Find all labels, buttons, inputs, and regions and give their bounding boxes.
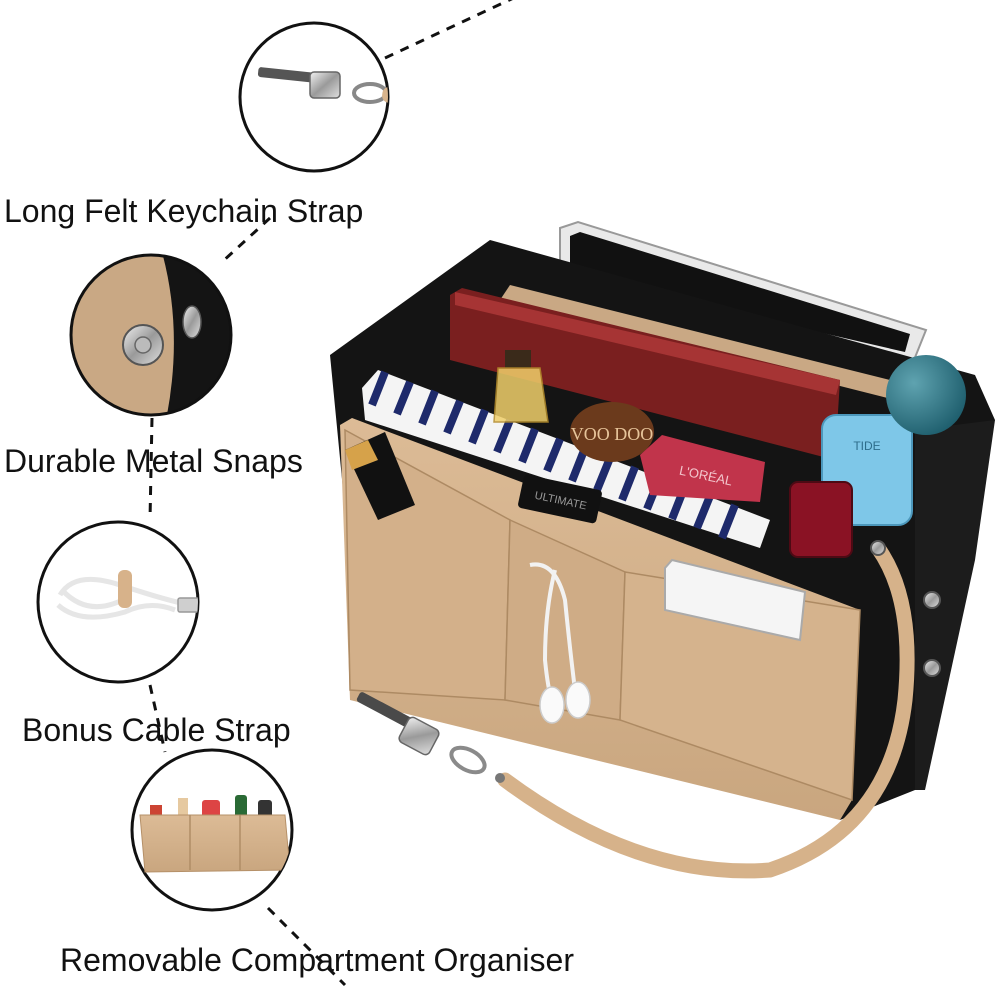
feature-label-keychain-strap: Long Felt Keychain Strap — [4, 193, 364, 229]
feature-label-removable-organiser: Removable Compartment Organiser — [60, 942, 574, 978]
eyelet — [923, 591, 941, 609]
feature-label-cable-strap: Bonus Cable Strap — [22, 712, 291, 748]
umbrella-ball — [886, 355, 966, 435]
feature-label-metal-snaps: Durable Metal Snaps — [4, 443, 303, 479]
loreal-compact: L'ORÉAL — [640, 435, 765, 502]
keychain-icon — [238, 21, 390, 173]
eyelet — [923, 659, 941, 677]
red-tube — [789, 481, 853, 558]
lipstick — [345, 432, 415, 520]
earphones — [529, 562, 591, 724]
notebook — [450, 288, 840, 460]
phone — [664, 558, 807, 642]
metal-snap-icon — [69, 253, 233, 417]
key-and-clasp — [356, 692, 505, 783]
bottle-label: TIDE — [853, 439, 880, 453]
beige-front-panel: ULTIMATE — [340, 418, 861, 820]
organiser-product: VOO DOO L'ORÉAL TIDE ULTIMATE — [330, 220, 995, 879]
cable-strap-icon — [36, 520, 200, 684]
dashed-connectors — [148, 0, 513, 987]
felt-strap — [497, 540, 915, 879]
compact-case: VOO DOO — [570, 402, 654, 462]
mini-organiser-icon — [130, 748, 294, 912]
compact-brand: VOO DOO — [571, 424, 654, 444]
perfume-bottle — [493, 350, 549, 423]
